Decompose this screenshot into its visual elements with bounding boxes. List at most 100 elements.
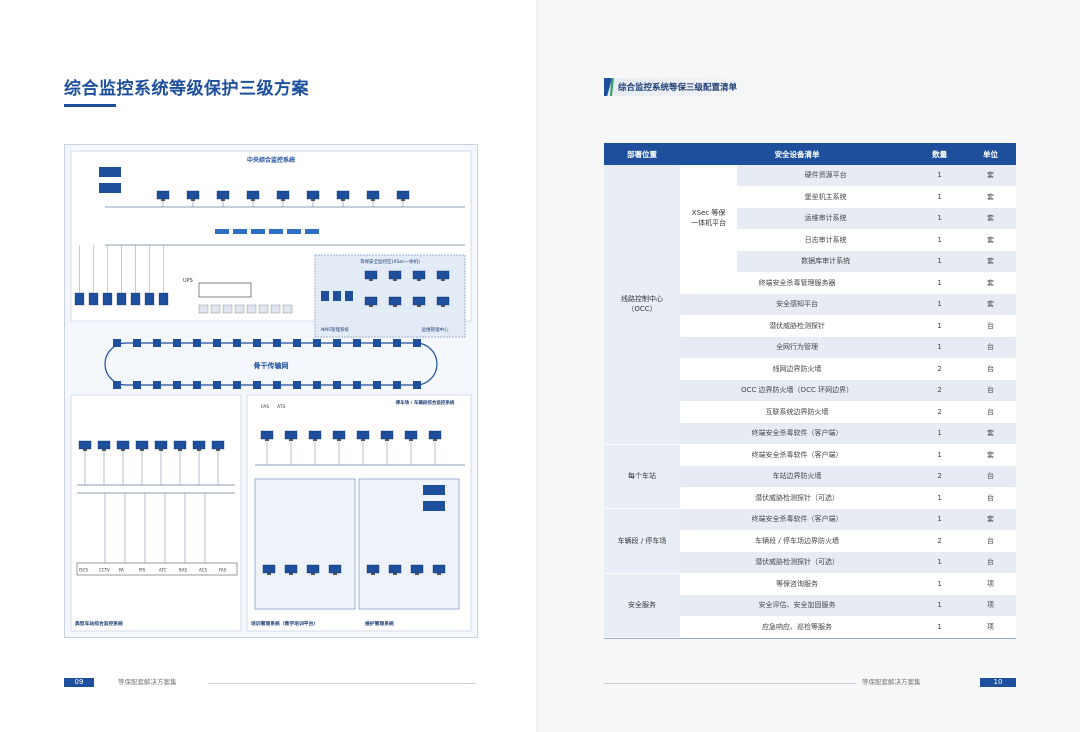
table-bottom-rule: [604, 638, 1016, 639]
station-device-icon: [135, 440, 149, 451]
cell-qty: 2: [914, 401, 966, 423]
page-title: 综合监控系统等级保护三级方案: [64, 79, 309, 99]
core-switch: [198, 282, 252, 298]
ats-label: ATS: [277, 404, 285, 410]
cell-item: 终端安全杀毒软件（客户端）: [680, 508, 915, 531]
maint-workstation-icon: [410, 564, 424, 575]
workstation-icon: [306, 190, 320, 201]
cell-qty: 1: [914, 616, 966, 638]
header-qty: 数量: [914, 143, 966, 165]
cell-unit: 套: [965, 508, 1016, 531]
ring-node-icon: [373, 381, 381, 389]
cell-item: 应急响应、巡检等服务: [680, 616, 915, 638]
ring-node-icon: [193, 339, 201, 347]
field-system-label: PIS: [139, 568, 146, 573]
cell-qty: 1: [914, 594, 966, 617]
cell-qty: 2: [914, 465, 966, 488]
cell-unit: 套: [965, 272, 1016, 294]
server-icon: [144, 292, 155, 306]
maint-subregion: [358, 478, 460, 610]
training-workstation-icon: [262, 564, 276, 575]
backbone-nodes: [113, 339, 421, 389]
cell-location: 线路控制中心 （OCC）: [604, 165, 680, 445]
cell-unit: 台: [965, 315, 1016, 337]
config-title-banner: 综合监控系统等保三级配置清单: [604, 78, 764, 96]
legend-box-2: [99, 183, 121, 193]
footer-text-right: 等保配套解决方案集: [862, 678, 921, 686]
depot-device-icon: [284, 430, 298, 441]
config-title: 综合监控系统等保三级配置清单: [618, 83, 738, 93]
ring-node-icon: [353, 381, 361, 389]
module-icon: [270, 304, 281, 314]
server-icon: [74, 292, 85, 306]
station-device-icon: [173, 440, 187, 451]
station-device-icon: [154, 440, 168, 451]
cell-item: 运维审计系统: [737, 207, 915, 230]
cell-qty: 1: [914, 250, 966, 273]
cell-item: 潜伏威胁检测探针（可选）: [680, 551, 915, 574]
security-appliance-icon: [388, 270, 402, 281]
depot-legend-2: [423, 501, 445, 511]
ring-node-icon: [173, 339, 181, 347]
footer-rule-right: [604, 683, 856, 684]
field-system-label: BAS: [179, 568, 187, 573]
cell-subgroup: XSec 等保 一体机平台: [680, 165, 738, 273]
security-zone: [314, 254, 466, 338]
cell-location: 每个车站: [604, 444, 680, 509]
nms-server-icon: [333, 291, 341, 301]
cell-qty: 1: [914, 487, 966, 509]
ring-node-icon: [373, 339, 381, 347]
ring-node-icon: [333, 381, 341, 389]
field-system-label: FAS: [219, 568, 227, 573]
cell-item: 终端安全杀毒管理服务器: [680, 272, 915, 294]
cell-item: 终端安全杀毒软件（客户端）: [680, 422, 915, 445]
station-device-icon: [97, 440, 111, 451]
ring-node-icon: [173, 381, 181, 389]
station-device-icon: [116, 440, 130, 451]
security-appliance-icon: [388, 296, 402, 307]
cell-item: 潜伏威胁检测探针: [680, 315, 915, 337]
table-header-row: 部署位置 安全设备清单 数量 单位: [604, 143, 1016, 165]
maint-workstation-icon: [366, 564, 380, 575]
switch-icon: [233, 229, 247, 234]
cell-unit: 套: [965, 250, 1016, 273]
depot-title: 停车场 / 车辆段综合监控系统: [396, 399, 455, 406]
training-workstation-icon: [284, 564, 298, 575]
module-icon: [234, 304, 245, 314]
cell-qty: 2: [914, 358, 966, 380]
security-appliance-icon: [412, 296, 426, 307]
fas-label: FAS: [261, 404, 269, 410]
cell-unit: 台: [965, 465, 1016, 488]
ring-node-icon: [233, 339, 241, 347]
cell-unit: 台: [965, 379, 1016, 402]
cell-item: 全网行为管理: [680, 336, 915, 359]
cell-qty: 1: [914, 165, 966, 187]
cell-unit: 套: [965, 165, 1016, 187]
cell-item: 日志审计系统: [737, 229, 915, 251]
depot-device-icon: [428, 430, 442, 441]
workstation-icon: [216, 190, 230, 201]
workstation-icon: [246, 190, 260, 201]
workstation-icon: [366, 190, 380, 201]
ops-center-label: 运维管理中心: [422, 326, 449, 333]
ring-node-icon: [393, 339, 401, 347]
backbone-ring: [104, 342, 438, 386]
security-appliance-icon: [412, 270, 426, 281]
cell-item: 终端安全杀毒软件（客户端）: [680, 444, 915, 466]
training-subregion: [254, 478, 356, 610]
ring-node-icon: [313, 339, 321, 347]
security-appliance-icon: [364, 270, 378, 281]
cell-qty: 1: [914, 444, 966, 466]
